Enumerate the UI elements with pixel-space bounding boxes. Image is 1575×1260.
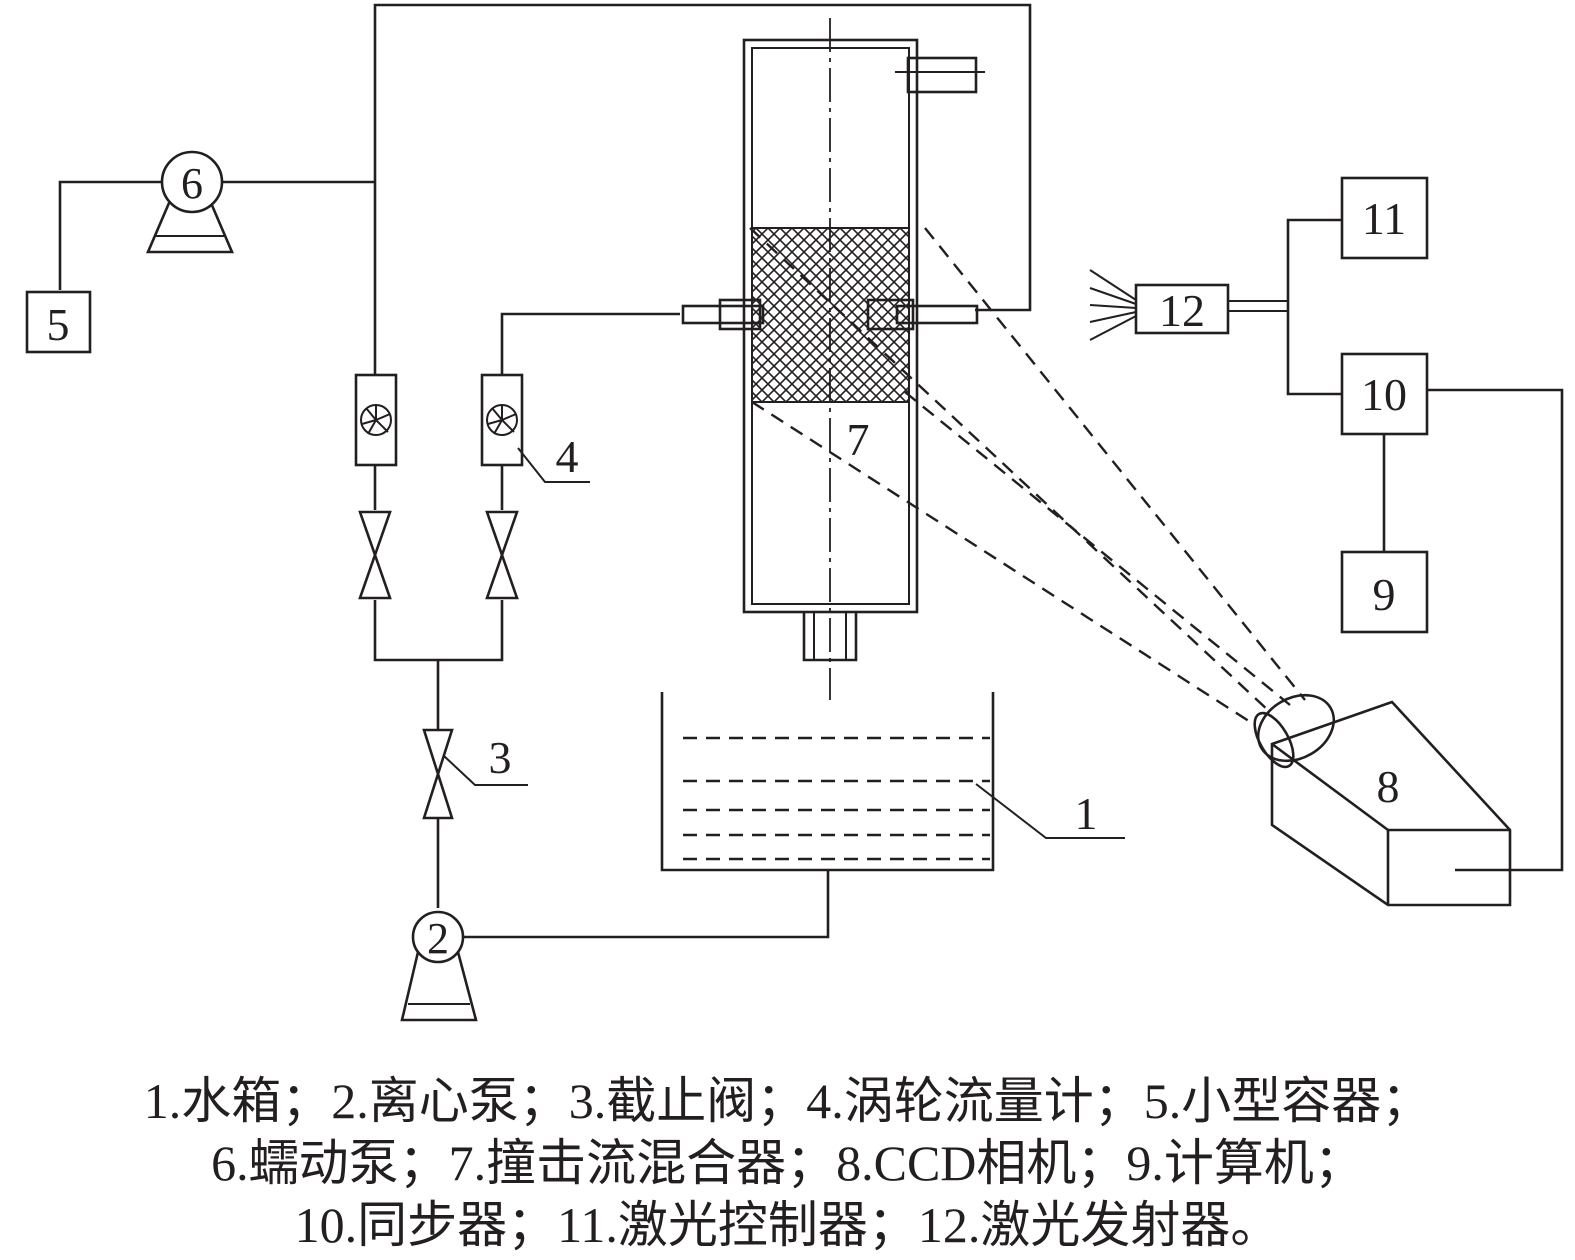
peristaltic-pump: 6 xyxy=(146,150,234,254)
piping xyxy=(58,3,1032,939)
ccd-camera: 8 xyxy=(1253,693,1512,907)
label-ccd-camera: 8 xyxy=(1377,761,1400,812)
label-computer: 9 xyxy=(1373,569,1396,620)
label-mixer: 7 xyxy=(847,414,870,465)
label-centrifugal-pump: 2 xyxy=(427,914,449,963)
small-container: 5 xyxy=(25,290,92,354)
view-lines xyxy=(749,227,1306,727)
stop-valve: 3 xyxy=(422,728,528,820)
computer: 9 xyxy=(1340,550,1429,634)
laser-controller: 11 xyxy=(1286,176,1429,306)
caption-line-3: 10.同步器；11.激光控制器；12.激光发射器。 xyxy=(294,1197,1281,1253)
caption-line-2: 6.蠕动泵；7.撞击流混合器；8.CCD相机；9.计算机； xyxy=(211,1135,1364,1191)
water-tank: 1 xyxy=(660,692,1125,872)
label-peristaltic-pump: 6 xyxy=(181,159,203,208)
label-turbine-flowmeter: 4 xyxy=(556,431,579,482)
label-laser-emitter: 12 xyxy=(1159,285,1205,336)
valve-right xyxy=(485,510,519,600)
synchronizer: 10 xyxy=(1286,306,1564,872)
centrifugal-pump: 2 xyxy=(400,910,478,1022)
laser-emitter: 12 xyxy=(1089,269,1288,341)
experimental-setup-diagram: 5 6 4 3 2 xyxy=(25,3,1564,1022)
label-water-tank: 1 xyxy=(1075,788,1098,839)
label-stop-valve: 3 xyxy=(489,732,512,783)
impinging-stream-mixer: 7 xyxy=(681,18,985,700)
leader-flowmeter xyxy=(517,447,590,483)
label-laser-controller: 11 xyxy=(1362,193,1406,244)
turbine-flowmeter-right xyxy=(480,373,524,467)
label-synchronizer: 10 xyxy=(1361,369,1407,420)
label-small-container: 5 xyxy=(47,299,70,350)
caption-line-1: 1.水箱；2.离心泵；3.截止阀；4.涡轮流量计；5.小型容器； xyxy=(143,1073,1432,1129)
turbine-flowmeter-left xyxy=(354,373,398,467)
valve-left xyxy=(358,510,392,600)
